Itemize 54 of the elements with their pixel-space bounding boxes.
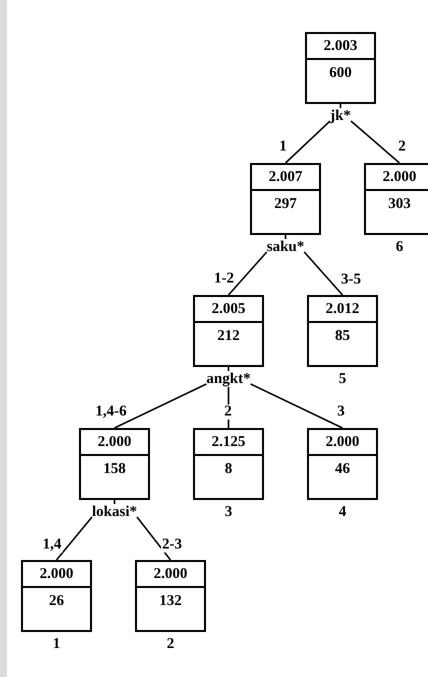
node-count: 8 [224,460,232,478]
node-caption: 1 [52,636,60,652]
connector-line [340,104,342,108]
edge-label: 2-3 [161,538,183,552]
tree-node-box [79,428,150,500]
tree-node-box [193,295,264,367]
node-count: 158 [103,460,126,478]
edge-label: 1,4-6 [94,404,128,420]
connector-line [114,500,116,504]
node-count: 132 [159,592,182,610]
node-count: 297 [274,196,297,212]
edge-label: 1,4 [42,538,62,552]
split-variable-label: jk* [329,108,352,124]
node-caption: 4 [338,504,346,520]
tree-node-box [364,163,428,235]
node-value: 2.000 [98,434,132,450]
node-count: 303 [388,196,411,212]
node-value: 2.000 [40,566,74,582]
node-value: 2.003 [324,38,358,54]
node-value: 2.000 [326,434,360,450]
connector-line [136,516,172,560]
tree-node-box [250,163,321,235]
tree-node-box [307,295,378,367]
node-count: 85 [335,328,350,344]
node-value: 2.005 [212,300,246,318]
connector-line [56,516,93,560]
connector-line [284,235,286,239]
tree-node-box [307,428,378,500]
split-variable-label: lokasi* [91,504,138,520]
split-variable-label: saku* [266,239,306,255]
node-caption: 3 [224,504,232,520]
node-count: 26 [49,592,64,610]
node-caption: 2 [166,636,174,652]
connector-line [228,367,230,371]
node-value: 2.007 [268,168,302,186]
tree-node-box [193,428,264,500]
node-caption: 5 [338,371,346,387]
node-value: 2.125 [212,434,246,450]
node-value: 2.000 [382,168,416,186]
connector-line [228,251,268,296]
node-caption: 6 [396,239,404,255]
connector-line [304,251,344,296]
node-count: 46 [335,460,350,478]
tree-node-box [21,560,92,632]
node-value: 2.000 [154,566,188,582]
split-variable-label: angkt* [205,371,252,387]
tree-node-box [305,32,376,104]
node-value: 2.012 [326,300,360,318]
connector-line [350,120,400,164]
connector-line [284,120,331,164]
node-count: 600 [329,64,352,82]
edge-label: 2 [223,404,233,420]
tree-node-box [135,560,206,632]
node-count: 212 [217,328,240,344]
